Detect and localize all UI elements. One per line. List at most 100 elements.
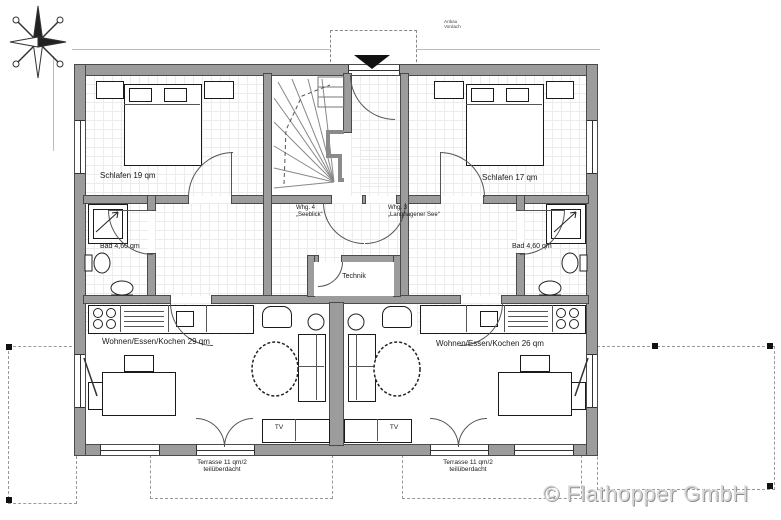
terrace-door-right bbox=[430, 445, 489, 455]
drawer-line bbox=[124, 321, 164, 322]
counter-divider bbox=[168, 305, 169, 332]
wall-segment bbox=[516, 195, 525, 211]
sofa-cushion bbox=[298, 366, 324, 367]
wall-exterior-bottom bbox=[74, 444, 598, 456]
french-door-arc bbox=[458, 418, 487, 447]
terrace-post bbox=[6, 344, 12, 350]
terrace-deck-left bbox=[8, 346, 77, 504]
wall-segment bbox=[516, 253, 525, 304]
chair bbox=[520, 355, 550, 372]
drawer-line bbox=[508, 326, 548, 327]
terrace-post bbox=[6, 497, 12, 503]
wall-segment bbox=[147, 195, 156, 211]
wardrobe bbox=[434, 81, 464, 99]
chair bbox=[571, 382, 586, 410]
terrace-size: Terrasse 11 qm/2 bbox=[443, 459, 493, 466]
canopy-note-line2: Vordach bbox=[444, 24, 461, 30]
terrace-note: teilüberdacht bbox=[203, 466, 241, 474]
boundary-line bbox=[72, 49, 330, 50]
wall-exterior-right bbox=[586, 64, 598, 456]
chair bbox=[88, 382, 103, 410]
wall-stair bbox=[343, 73, 352, 133]
tv-board-right bbox=[344, 419, 412, 443]
door-leaf bbox=[440, 152, 441, 196]
entrance-door-opening bbox=[348, 65, 400, 75]
terrace-deck-right bbox=[597, 346, 775, 490]
drawer-line bbox=[124, 311, 164, 312]
terrace-note: teilüberdacht bbox=[449, 466, 487, 474]
terrace-label-left: Terrasse 11 qm/2 teilüberdacht bbox=[158, 459, 286, 474]
floor-hall-right bbox=[408, 203, 517, 296]
wall-segment bbox=[147, 253, 156, 304]
tv-board-left bbox=[262, 419, 330, 443]
room-label-bedroom-left: Schlafen 19 qm bbox=[100, 171, 156, 180]
wall-segment bbox=[362, 195, 366, 204]
bed-line bbox=[124, 104, 200, 105]
drawer-line bbox=[124, 326, 164, 327]
wall-technik bbox=[307, 255, 315, 297]
room-label-bedroom-right: Schlafen 17 qm bbox=[482, 173, 538, 182]
doormat bbox=[360, 150, 400, 194]
wall-segment bbox=[231, 195, 332, 204]
apartment-label-whg4: Whg. 4 „Seeblick“ bbox=[296, 205, 323, 219]
window bbox=[75, 120, 85, 174]
wardrobe bbox=[96, 81, 124, 99]
sofa-back bbox=[356, 334, 357, 400]
wall-living-divider bbox=[329, 302, 344, 446]
wall-segment bbox=[483, 195, 589, 204]
room-label-bath-left: Bad 4,60 qm bbox=[100, 243, 140, 250]
wall-technik bbox=[341, 255, 401, 263]
drawer-line bbox=[508, 321, 548, 322]
chair bbox=[124, 355, 154, 372]
sofa-back bbox=[316, 334, 317, 400]
pillow bbox=[164, 88, 187, 102]
window bbox=[587, 354, 597, 408]
dining-table-left bbox=[102, 372, 176, 416]
door-leaf bbox=[231, 152, 232, 196]
pillow bbox=[471, 88, 494, 102]
wardrobe bbox=[204, 81, 234, 99]
terrace-size: Terrasse 11 qm/2 bbox=[197, 459, 247, 466]
board-divider bbox=[295, 419, 296, 441]
pillow bbox=[129, 88, 152, 102]
sofa-right bbox=[348, 334, 376, 402]
wall-segment bbox=[400, 73, 409, 304]
counter-divider bbox=[504, 305, 505, 332]
terrace-door-left bbox=[196, 445, 255, 455]
window bbox=[75, 354, 85, 408]
apartment-name: „Langhagener See“ bbox=[388, 211, 440, 218]
wall-segment bbox=[263, 73, 272, 304]
room-label-technik: Technik bbox=[342, 273, 366, 280]
armchair bbox=[382, 306, 412, 328]
wall-segment bbox=[83, 195, 189, 204]
apartment-name: „Seeblick“ bbox=[296, 211, 323, 218]
wall-exterior-left bbox=[74, 64, 86, 456]
french-door-arc bbox=[224, 418, 253, 447]
room-label-living-left: Wohnen/Essen/Kochen 29 qm bbox=[102, 337, 210, 346]
boundary-line bbox=[415, 49, 600, 50]
window bbox=[587, 120, 597, 174]
tv-label-right: TV bbox=[389, 424, 399, 431]
apartment-label-whg3: Whg. 3 „Langhagener See“ bbox=[388, 205, 440, 219]
sofa-left bbox=[298, 334, 326, 402]
pillow bbox=[506, 88, 529, 102]
apartment-number: Whg. 3 bbox=[388, 205, 408, 211]
room-label-living-right: Wohnen/Essen/Kochen 26 qm bbox=[436, 339, 544, 348]
drawer-line bbox=[508, 311, 548, 312]
tv-label-left: TV bbox=[274, 424, 284, 431]
board-divider bbox=[377, 419, 378, 441]
window bbox=[514, 445, 574, 455]
wall-segment bbox=[83, 295, 171, 304]
bed-line bbox=[466, 104, 542, 105]
french-door-arc bbox=[196, 418, 225, 447]
canopy-note: Anbau Vordach bbox=[444, 19, 461, 30]
terrace-left bbox=[150, 455, 333, 499]
wardrobe bbox=[546, 81, 574, 99]
room-label-bath-right: Bad 4,60 qm bbox=[512, 243, 552, 250]
terrace-right bbox=[402, 455, 582, 499]
compass-rose-icon bbox=[9, 5, 67, 79]
drawer-line bbox=[508, 316, 548, 317]
counter-divider bbox=[552, 305, 553, 332]
drawer-line bbox=[124, 316, 164, 317]
